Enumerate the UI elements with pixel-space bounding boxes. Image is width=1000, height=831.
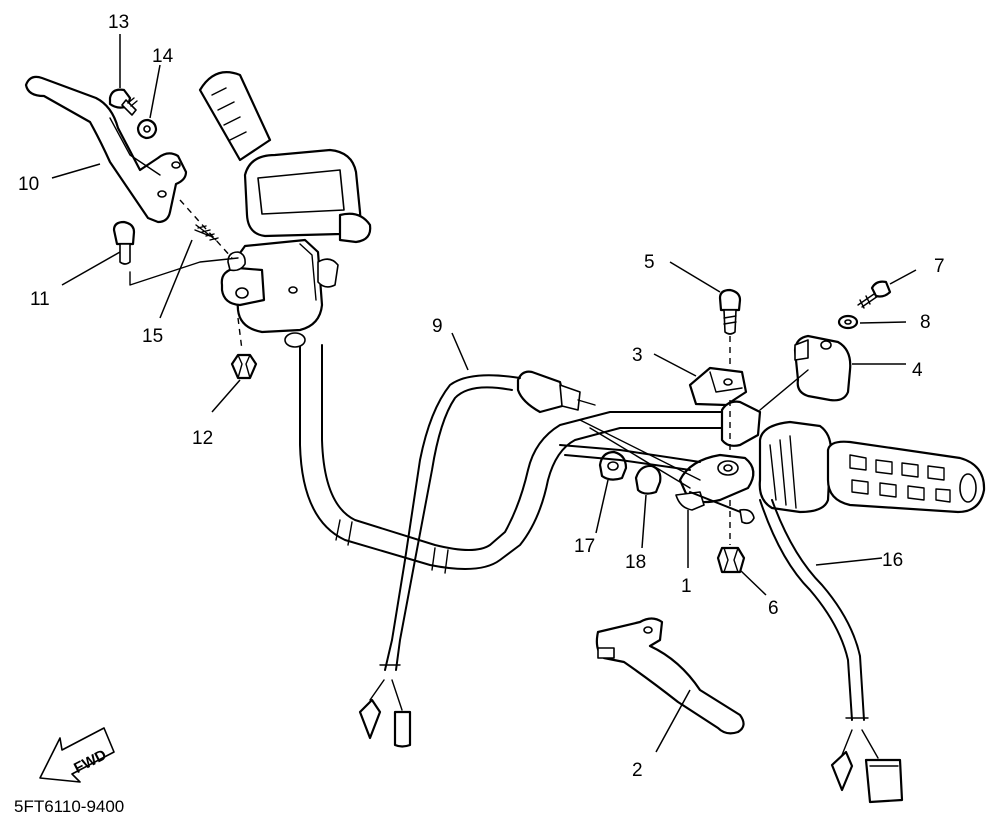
bolt-5 xyxy=(718,288,742,335)
callout-15: 15 xyxy=(142,326,163,347)
throttle-cable xyxy=(759,499,904,804)
brake-switch-cable xyxy=(358,370,596,748)
diagram-code: 5FT6110-9400 xyxy=(14,797,124,816)
callout-9: 9 xyxy=(432,316,443,337)
callout-6: 6 xyxy=(768,598,779,619)
callout-5: 5 xyxy=(644,252,655,273)
callout-12: 12 xyxy=(192,428,213,449)
callout-11: 11 xyxy=(30,289,50,310)
nut-14 xyxy=(136,118,158,140)
fwd-arrow-icon: FWD xyxy=(39,727,115,783)
callout-17: 17 xyxy=(574,536,595,557)
holder-4 xyxy=(793,334,852,402)
callout-7: 7 xyxy=(934,256,945,277)
callout-13: 13 xyxy=(108,12,129,33)
callout-2: 2 xyxy=(632,760,643,781)
callout-18: 18 xyxy=(625,552,646,573)
bolt-13 xyxy=(108,88,138,116)
nut-12 xyxy=(230,353,258,380)
callout-4: 4 xyxy=(912,360,923,381)
callout-8: 8 xyxy=(920,312,931,333)
assembly-line-left xyxy=(179,199,233,259)
callout-3: 3 xyxy=(632,345,643,366)
callouts: 1 2 3 4 5 6 7 8 9 10 11 12 13 14 15 16 1… xyxy=(18,12,945,781)
master-cylinder xyxy=(220,148,372,348)
throttle-housing xyxy=(758,420,832,514)
bolt-11 xyxy=(112,220,136,265)
callout-10: 10 xyxy=(18,174,39,195)
handlebar-tube xyxy=(299,344,736,574)
nut-6 xyxy=(716,546,746,574)
clamp-18 xyxy=(634,464,662,495)
screw-7 xyxy=(857,280,892,309)
washer-8 xyxy=(837,314,859,330)
spring-15 xyxy=(194,224,219,241)
clutch-lever xyxy=(595,617,745,735)
clamp-17 xyxy=(598,450,628,481)
leader-lines xyxy=(51,34,917,753)
left-grip xyxy=(198,71,272,162)
callout-1: 1 xyxy=(681,576,692,597)
callout-14: 14 xyxy=(152,46,174,67)
right-grip xyxy=(826,440,986,514)
callout-16: 16 xyxy=(882,550,903,571)
bracket-3 xyxy=(688,366,748,407)
front-brake-lever xyxy=(24,75,188,224)
